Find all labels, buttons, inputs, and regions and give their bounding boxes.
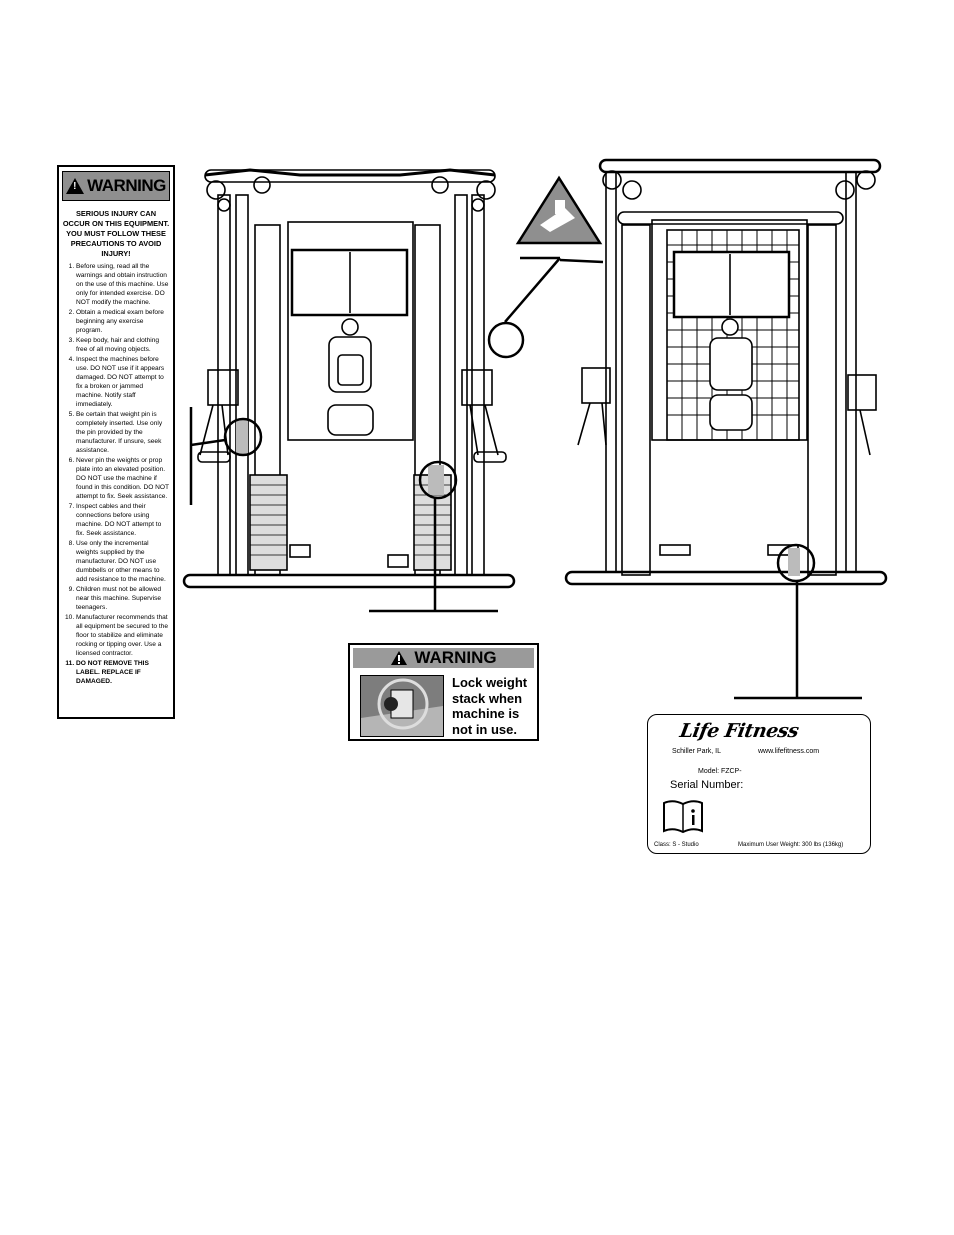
precaution-item: Keep body, hair and clothing free of all… bbox=[76, 337, 170, 355]
precaution-item: Never pin the weights or prop plate into… bbox=[76, 457, 170, 502]
manufacturer-location: Schiller Park, IL bbox=[672, 748, 722, 755]
weight-pin-illustration bbox=[360, 675, 444, 737]
precaution-item: Use only the incremental weights supplie… bbox=[76, 540, 170, 585]
warning-triangle-icon bbox=[391, 651, 408, 665]
manufacturer-website: www.lifefitness.com bbox=[758, 748, 820, 755]
lock-weight-warning-label: WARNING Lock weight stack when machine i… bbox=[348, 643, 539, 741]
precaution-item: Children must not be allowed near this m… bbox=[76, 586, 170, 613]
lock-warning-title: WARNING bbox=[414, 648, 497, 667]
precautions-warning-label: ! WARNING SERIOUS INJURY CAN OCCUR ON TH… bbox=[57, 165, 175, 719]
lock-warning-header: WARNING bbox=[353, 648, 534, 668]
precaution-item: Before using, read all the warnings and … bbox=[76, 263, 170, 308]
warning-triangle-icon: ! bbox=[66, 178, 85, 194]
rear-machine-drawing bbox=[564, 158, 888, 700]
precaution-item: Inspect cables and their connections bef… bbox=[76, 503, 170, 539]
pinch-hazard-icon bbox=[515, 175, 604, 264]
max-user-weight: Maximum User Weight: 300 lbs (136kg) bbox=[738, 842, 844, 848]
serial-number-label: Serial Number: bbox=[670, 779, 744, 791]
front-machine-drawing bbox=[182, 168, 561, 613]
precaution-item: Manufacturer recommends that all equipme… bbox=[76, 614, 170, 659]
precautions-list: Before using, read all the warnings and … bbox=[59, 263, 173, 687]
precaution-item: DO NOT REMOVE THIS LABEL. REPLACE IF DAM… bbox=[76, 660, 170, 687]
equipment-class: Class: S - Studio bbox=[654, 842, 699, 848]
manual-info-icon bbox=[663, 800, 703, 834]
warning-title: WARNING bbox=[87, 176, 166, 195]
serial-number-plate: Life Fitness Schiller Park, IL www.lifef… bbox=[647, 714, 871, 854]
warning-lead-text: SERIOUS INJURY CAN OCCUR ON THIS EQUIPME… bbox=[62, 209, 170, 258]
lock-warning-message: Lock weight stack when machine is not in… bbox=[452, 675, 528, 737]
precaution-item: Obtain a medical exam before beginning a… bbox=[76, 309, 170, 336]
brand-logo: Life Fitness bbox=[678, 720, 801, 742]
warning-header: ! WARNING bbox=[62, 171, 170, 201]
precaution-item: Inspect the machines before use. DO NOT … bbox=[76, 356, 170, 409]
model-number: Model: FZCP- bbox=[698, 768, 742, 775]
precaution-item: Be certain that weight pin is completely… bbox=[76, 411, 170, 456]
